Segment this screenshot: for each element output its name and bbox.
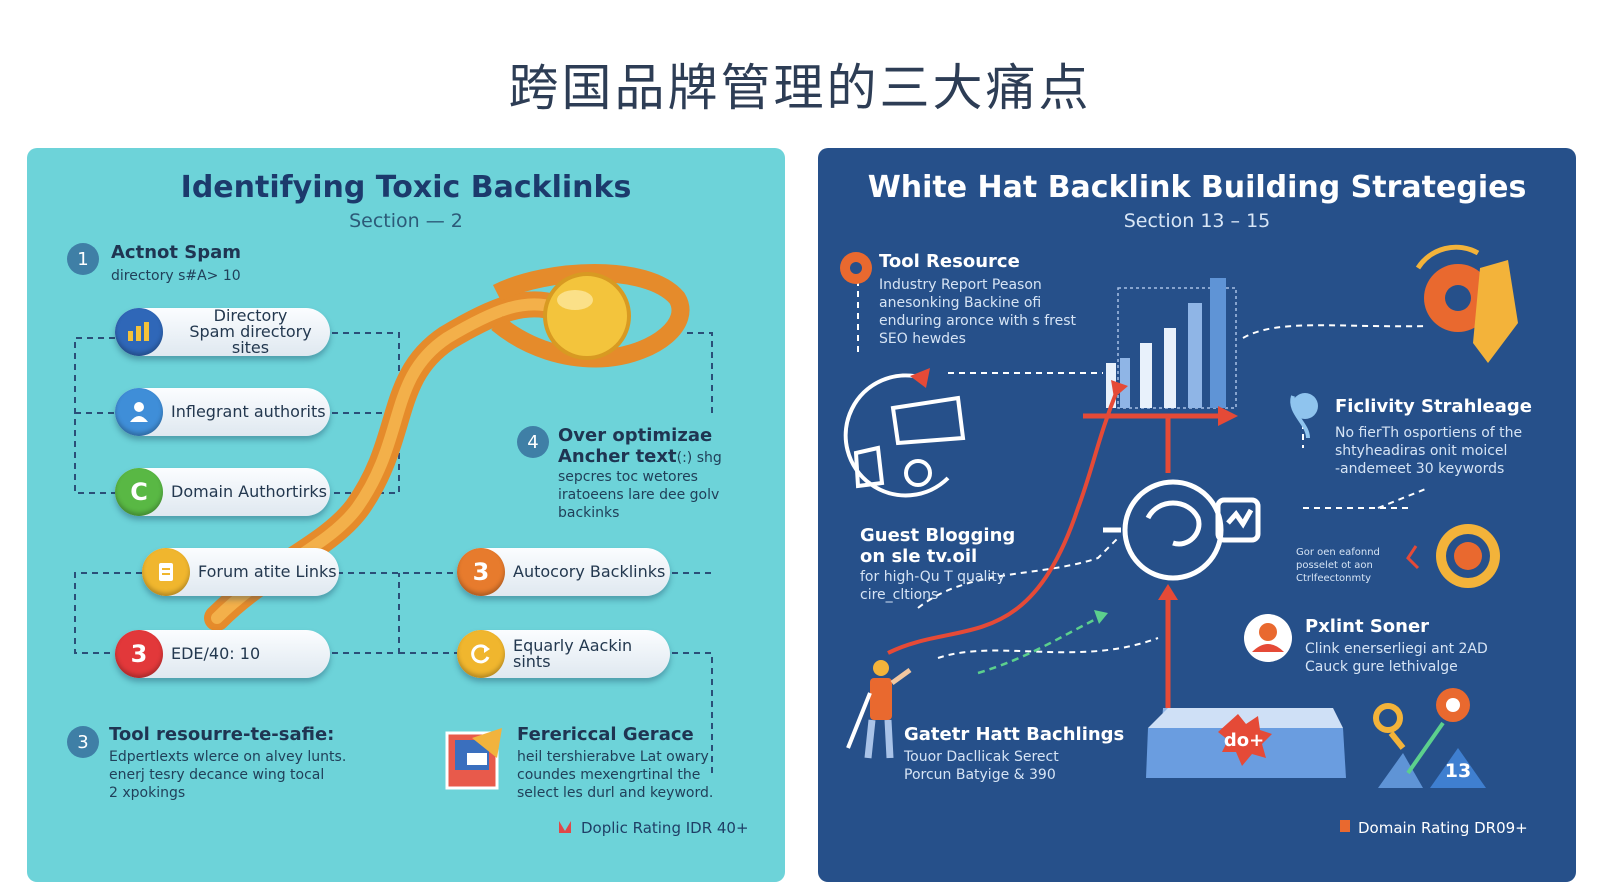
guest-blogging-title: Guest Blogging on sle tv.oil: [860, 525, 1016, 567]
left-footer: Doplic Rating IDR 40+: [581, 819, 749, 837]
pill-inflegrant[interactable]: Inflegrant authorits: [115, 388, 330, 436]
user-icon: [115, 388, 163, 436]
tool-resource-text: Industry Report Peason anesonking Backin…: [879, 277, 1076, 347]
footer-book-icon: [1340, 820, 1350, 832]
right-illustration: [840, 244, 1518, 832]
step-badge-1: 1: [67, 243, 99, 275]
gater-title: Gatetr Hatt Bachlings: [904, 724, 1125, 745]
item4-title-line2: Ancher text: [558, 446, 677, 467]
pill-autocory-backlinks[interactable]: 3 Autocory Backlinks: [457, 548, 670, 596]
number-icon: 3: [457, 548, 505, 596]
page-title: 跨国品牌管理的三大痛点: [508, 59, 1092, 117]
pill-label: EDE/40: 10: [171, 644, 261, 663]
small-note: Gor oen eafonnd posselet ot aon Ctrlfeec…: [1296, 547, 1380, 584]
bar-chart-icon: [1106, 278, 1237, 409]
step-badge-4: 4: [517, 426, 549, 458]
gear-triangle-icon: [1373, 688, 1486, 788]
item4-title-line1: Over optimizae: [558, 425, 713, 446]
bar-chart-icon: [115, 308, 163, 356]
pill-equarly[interactable]: Equarly Aackin sints: [457, 630, 670, 678]
gater-text: Touor Dacllicak Serect Porcun Batyige & …: [904, 749, 1059, 783]
do-plus-badge: do+: [1223, 730, 1265, 751]
donut-chart-icon: [1406, 524, 1500, 588]
pill-domain-authority[interactable]: C Domain Authortirks: [115, 468, 330, 516]
facility-title: Ficlivity Strahleage: [1335, 396, 1533, 417]
gold-coin-icon: [543, 272, 631, 360]
tool-resource-title: Tool Resource: [879, 251, 1020, 272]
pill-label: Equarly Aackin sints: [513, 636, 633, 671]
item4-title-suffix: (:) shg: [676, 450, 722, 466]
pill-spam-directory[interactable]: Directory Spam directory sites: [115, 308, 330, 356]
item5-title: Ferericcal Gerace: [517, 724, 694, 745]
burst-badge-icon: [1218, 714, 1272, 766]
refresh-icon: [457, 630, 505, 678]
cycle-icon: [843, 373, 966, 498]
right-panel-section: Section 13 – 15: [1123, 210, 1271, 232]
item1-title: Actnot Spam: [111, 242, 242, 263]
pill-label: Forum atite Links: [198, 562, 337, 581]
item3-text: Edpertlexts wlerce on alvey lunts. enerj…: [109, 749, 347, 801]
network-gear-icon: [1103, 479, 1261, 581]
growth-arrow-icon: [887, 380, 1238, 718]
pxint-text: Clink enerserliegi ant 2AD Cauck gure le…: [1305, 641, 1488, 675]
item1-text: directory s#A> 10: [111, 268, 241, 284]
item3-title: Tool resourre-te-safie:: [109, 724, 335, 745]
pill-label: Domain Authortirks: [171, 482, 327, 501]
footer-flag-icon: [559, 821, 571, 833]
number-badge: 13: [1444, 760, 1472, 782]
step-badge-3: 3: [67, 726, 99, 758]
white-hat-panel: White Hat Backlink Building Strategies S…: [818, 148, 1576, 882]
letter-c-icon: C: [115, 468, 163, 516]
pill-label-line2: Spam directory sites: [189, 322, 312, 357]
number-icon: 3: [115, 630, 163, 678]
pill-label-line1: Directory: [213, 306, 288, 325]
item4-text: sepcres toc wetores iratoeens lare dee g…: [558, 469, 720, 521]
person-icon: [846, 660, 912, 759]
pill-label: Inflegrant authorits: [171, 402, 326, 421]
pxint-title: Pxlint Soner: [1305, 616, 1430, 637]
pill-forum-links[interactable]: Forum atite Links: [142, 548, 339, 596]
toxic-backlinks-panel: Identifying Toxic Backlinks Section — 2 …: [27, 148, 785, 882]
facility-text: No fierTh osportiens of the shtyheadiras…: [1335, 425, 1523, 477]
document-icon: [142, 548, 190, 596]
facility-icon: [1292, 393, 1318, 419]
left-panel-section: Section — 2: [349, 210, 463, 232]
right-footer: Domain Rating DR09+: [1358, 819, 1528, 837]
pill-label: Autocory Backlinks: [513, 562, 666, 581]
item5-text: heil tershierabve Lat owary coundes mexe…: [517, 749, 714, 801]
orange-gear-icon: [1415, 244, 1518, 363]
pill-ede[interactable]: 3 EDE/40: 10: [115, 630, 330, 678]
left-panel-title: Identifying Toxic Backlinks: [180, 170, 632, 205]
right-panel-title: White Hat Backlink Building Strategies: [867, 170, 1527, 205]
guest-blogging-text: for high-Qu T quality cire_cltions: [860, 569, 1006, 603]
avatar-icon: [1244, 614, 1292, 662]
chart-document-icon: [445, 728, 502, 790]
